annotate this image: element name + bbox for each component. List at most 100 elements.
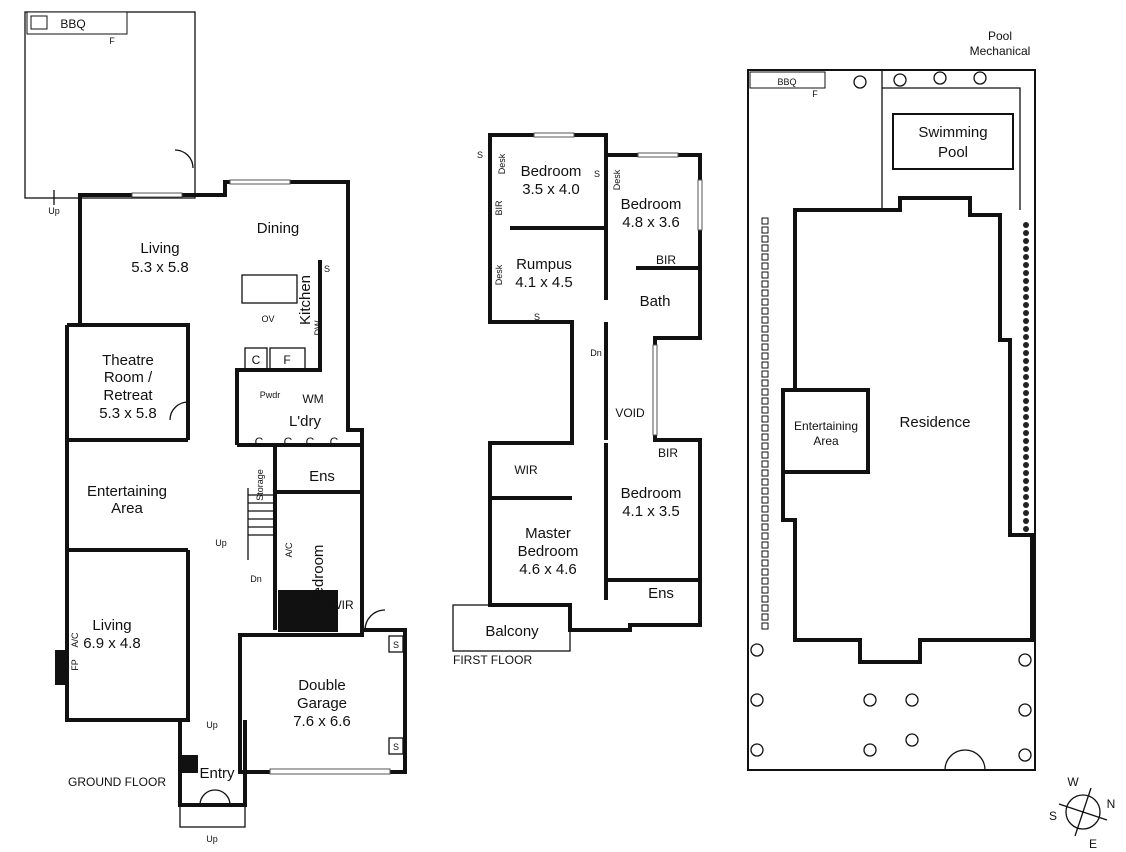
shrub <box>1023 350 1029 356</box>
hedge-block <box>761 424 769 432</box>
hedge <box>750 71 1032 762</box>
entry-door <box>199 789 231 806</box>
shrub <box>1023 390 1029 396</box>
storage-box <box>388 737 404 755</box>
bbq-label: BBQ <box>777 77 796 87</box>
floor-caption: GROUND FLOOR <box>68 775 166 789</box>
hedge-block <box>761 460 769 468</box>
compass-s: S <box>1049 809 1057 823</box>
shrub <box>1023 334 1029 340</box>
hedge-block <box>761 523 769 531</box>
floor-caption: FIRST FLOOR <box>453 653 532 667</box>
hedge-block <box>761 496 769 504</box>
hedge-block <box>761 532 769 540</box>
room-name: Bedroom <box>518 543 579 560</box>
front-step <box>179 804 246 828</box>
hedge-block <box>761 595 769 603</box>
window <box>652 344 658 436</box>
compass: W N S E <box>1049 775 1115 851</box>
pool-area <box>881 70 1021 210</box>
door <box>169 401 189 421</box>
hedge-block <box>761 352 769 360</box>
room-name: Living <box>140 240 179 257</box>
site-boundary <box>747 69 1036 771</box>
hedge-block <box>761 262 769 270</box>
dn-label: Dn <box>590 348 602 358</box>
hedge-block <box>761 316 769 324</box>
room-name: WIR <box>514 463 538 477</box>
kitchen-island <box>241 274 298 304</box>
hedge-block <box>761 514 769 522</box>
room-name: Ens <box>648 585 674 602</box>
c-label: C <box>255 435 264 449</box>
tree <box>973 71 987 85</box>
hedge-block <box>761 397 769 405</box>
tree <box>853 75 867 89</box>
hedge-block <box>761 325 769 333</box>
hedge-block <box>761 280 769 288</box>
hedge-block <box>761 406 769 414</box>
shrub <box>1023 254 1029 260</box>
tree <box>750 743 764 757</box>
tree <box>1018 703 1032 717</box>
room-name: Dining <box>257 220 300 237</box>
tree <box>905 693 919 707</box>
window <box>269 768 391 775</box>
bbq-label: BBQ <box>60 17 85 31</box>
hedge-block <box>761 334 769 342</box>
tree <box>933 71 947 85</box>
hedge-block <box>761 622 769 630</box>
hedge-block <box>761 451 769 459</box>
yard-door <box>174 149 194 169</box>
fridge <box>269 347 306 371</box>
s-label: S <box>283 589 289 599</box>
hedge-block <box>761 379 769 387</box>
window <box>637 152 679 158</box>
shrub <box>1023 454 1029 460</box>
shrub <box>1023 374 1029 380</box>
hedge-block <box>761 577 769 585</box>
entertaining-area <box>781 388 870 474</box>
tree <box>750 643 764 657</box>
room-name: L'dry <box>289 413 322 430</box>
entertaining-label: Area <box>813 434 839 448</box>
c-label: C <box>283 619 292 633</box>
void-label: VOID <box>615 406 645 420</box>
shrub <box>1023 478 1029 484</box>
shrub <box>1023 238 1029 244</box>
shrub <box>1023 494 1029 500</box>
f-label: F <box>812 89 818 99</box>
hedge-block <box>761 469 769 477</box>
shrub <box>1023 310 1029 316</box>
shrub <box>1023 318 1029 324</box>
cupboards-row: C C C C <box>255 435 339 449</box>
room-name: Living <box>92 617 131 634</box>
shrub <box>1023 262 1029 268</box>
window <box>229 179 291 185</box>
hedge-block <box>761 289 769 297</box>
dn-label: Dn <box>250 574 262 584</box>
pool-label: Swimming <box>918 124 987 141</box>
hedge-block <box>761 298 769 306</box>
room-size: 4.1 x 3.5 <box>622 503 680 520</box>
ac-label: A/C <box>284 542 294 558</box>
room-name: WIR <box>330 598 354 612</box>
hedge-block <box>761 442 769 450</box>
ac-label: A/C <box>70 632 80 648</box>
hedge-block <box>761 415 769 423</box>
exterior-wall <box>78 180 407 774</box>
up-label: Up <box>206 834 218 844</box>
shrub <box>1023 366 1029 372</box>
s-label: S <box>534 312 540 322</box>
room-name: Theatre <box>102 352 154 369</box>
wir-joinery <box>278 590 338 632</box>
shrub <box>1023 398 1029 404</box>
compass-needle <box>1074 787 1092 837</box>
room-size: 7.6 x 6.6 <box>293 713 351 730</box>
room-size: 4.6 x 4.6 <box>519 561 577 578</box>
shrub <box>1023 326 1029 332</box>
interior-walls <box>490 155 700 600</box>
shrub <box>1023 430 1029 436</box>
room-name: Balcony <box>485 623 539 640</box>
